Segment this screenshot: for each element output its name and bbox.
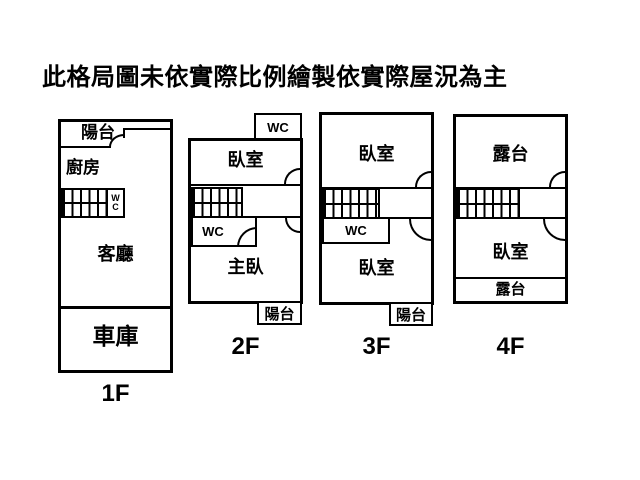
door-arc bbox=[284, 168, 300, 184]
stairs bbox=[322, 188, 380, 219]
room-label-bedroom-4f: 臥室 bbox=[492, 242, 529, 262]
terrace-bottom-divider-line bbox=[456, 277, 565, 279]
stair-mid-line bbox=[193, 201, 241, 204]
door-arc bbox=[549, 171, 565, 187]
door-arc bbox=[415, 171, 431, 187]
room-label-wc-2f: WC bbox=[202, 224, 224, 239]
door-arc bbox=[543, 219, 565, 241]
balcony-wall-line bbox=[61, 146, 111, 148]
floor-plan-4f: 露台 臥室 露台 bbox=[453, 114, 568, 304]
floor-plan-2f: 臥室 WC 主臥 bbox=[188, 138, 303, 304]
door-arc bbox=[109, 134, 124, 147]
floor-label-3f: 3F bbox=[362, 333, 391, 360]
room-label-balcony-1f: 陽台 bbox=[81, 123, 115, 142]
balcony-box-2f: 陽台 bbox=[257, 301, 302, 325]
floor-plan-3f: 臥室 WC 臥室 bbox=[319, 112, 434, 305]
landing-wall-line bbox=[380, 217, 431, 219]
bedroom-divider-line bbox=[191, 184, 300, 186]
room-label-terrace-top: 露台 bbox=[492, 144, 529, 164]
room-label-wc-3f: WC bbox=[345, 223, 367, 238]
disclaimer-title: 此格局圖未依實際比例繪製依實際屋況為主 bbox=[42, 64, 508, 91]
room-label-living-room: 客廳 bbox=[97, 244, 134, 264]
door-jamb-line bbox=[123, 128, 125, 138]
stairs bbox=[456, 188, 520, 219]
room-label-master-bedroom: 主臥 bbox=[227, 257, 264, 277]
setback-wall-line bbox=[123, 128, 170, 130]
floor-plan-1f: 陽台 廚房 W C 客廳 車庫 bbox=[58, 119, 173, 373]
landing-wall-line bbox=[243, 216, 300, 218]
room-label-balcony-2f: 陽台 bbox=[264, 305, 295, 323]
floor-label-4f: 4F bbox=[496, 333, 525, 360]
stair-wc-box: W C bbox=[106, 188, 125, 218]
balcony-box-3f: 陽台 bbox=[389, 302, 433, 326]
room-label-bedroom-2f: 臥室 bbox=[227, 150, 264, 170]
stairs bbox=[61, 188, 108, 218]
room-label-bedroom-top-3f: 臥室 bbox=[358, 144, 395, 164]
wc-room-3f: WC bbox=[322, 217, 390, 244]
stairs bbox=[191, 187, 243, 218]
garage-divider-line bbox=[61, 306, 170, 309]
floor-label-2f: 2F bbox=[231, 333, 260, 360]
room-label-terrace-bottom: 露台 bbox=[495, 281, 526, 298]
stair-mid-line bbox=[63, 202, 106, 204]
door-arc bbox=[285, 218, 300, 233]
room-label-balcony-3f: 陽台 bbox=[395, 306, 426, 324]
stair-mid-line bbox=[458, 202, 518, 205]
floor-label-1f: 1F bbox=[101, 380, 130, 407]
room-label-wc-top-2f: WC bbox=[267, 120, 289, 135]
stair-mid-line bbox=[324, 202, 378, 205]
door-arc bbox=[409, 219, 431, 241]
room-label-bedroom-bottom-3f: 臥室 bbox=[358, 258, 395, 278]
landing-wall-line bbox=[520, 217, 565, 219]
room-label-garage: 車庫 bbox=[92, 323, 139, 349]
room-label-kitchen: 廚房 bbox=[66, 158, 100, 177]
